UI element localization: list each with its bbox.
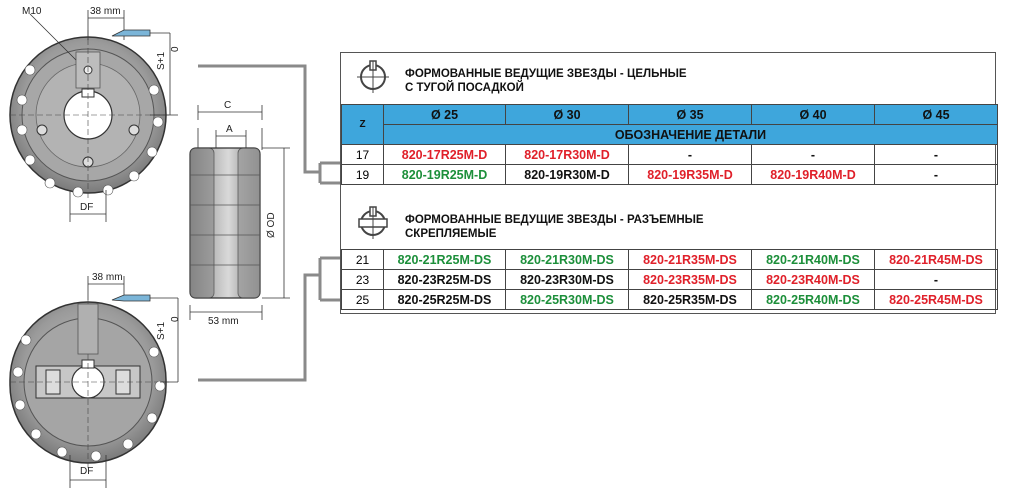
table-row: 17 820-17R25M-D 820-17R30M-D - - - [341, 144, 998, 165]
header-row-designation: ОБОЗНАЧЕНИЕ ДЕТАЛИ [342, 124, 998, 145]
m10-label: M10 [22, 6, 42, 17]
part-cell: 820-25R25M-DS [383, 289, 506, 310]
header-d25: Ø 25 [383, 104, 506, 125]
row-z: 21 [341, 249, 384, 270]
row-z: 19 [341, 164, 384, 185]
part-cell: 820-19R25M-D [383, 164, 506, 185]
part-cell: - [874, 269, 998, 290]
part-cell: 820-25R45M-DS [874, 289, 998, 310]
table-row: 19 820-19R25M-D 820-19R30M-D 820-19R35M-… [341, 164, 998, 185]
part-cell: 820-19R40M-D [751, 164, 875, 185]
part-cell: 820-23R35M-DS [628, 269, 752, 290]
part-cell: 820-17R25M-D [383, 144, 506, 165]
header-d45: Ø 45 [874, 104, 998, 125]
bottom-sprocket-front-view [9, 300, 170, 470]
s0-bottom-label: 0 [170, 316, 181, 322]
header-d30: Ø 30 [505, 104, 629, 125]
s1-top-label: S+1 [156, 51, 167, 70]
section-split-title: ФОРМОВАННЫЕ ВЕДУЩИЕ ЗВЕЗДЫ - РАЗЪЕМНЫЕ С… [341, 199, 995, 249]
part-cell: 820-25R40M-DS [751, 289, 875, 310]
header-d40: Ø 40 [751, 104, 875, 125]
part-cell: 820-21R40M-DS [751, 249, 875, 270]
c-dim-label: C [224, 100, 232, 111]
part-cell: 820-21R35M-DS [628, 249, 752, 270]
connector-lines [198, 64, 340, 382]
part-cell: 820-17R30M-D [505, 144, 629, 165]
top-sprocket-front-view [9, 30, 170, 200]
dim-38-top-label: 38 mm [90, 6, 121, 17]
part-cell: 820-21R45M-DS [874, 249, 998, 270]
s0-top-label: 0 [170, 46, 181, 52]
part-cell: 820-25R30M-DS [505, 289, 629, 310]
section-one-piece-title: ФОРМОВАННЫЕ ВЕДУЩИЕ ЗВЕЗДЫ - ЦЕЛЬНЫЕ С Т… [341, 53, 995, 103]
section-one-title-line1: ФОРМОВАННЫЕ ВЕДУЩИЕ ЗВЕЗДЫ - ЦЕЛЬНЫЕ [405, 68, 687, 80]
row-z: 17 [341, 144, 384, 165]
top-dimension-lines [29, 10, 178, 222]
table-split: 21 820-21R25M-DS 820-21R30M-DS 820-21R35… [341, 249, 998, 310]
df-bottom-label: DF [80, 466, 94, 477]
table-row: 23 820-23R25M-DS 820-23R30M-DS 820-23R35… [341, 269, 998, 290]
section-two-title-line2: СКРЕПЛЯЕМЫЕ [405, 228, 497, 240]
part-cell: - [874, 164, 998, 185]
table-row: 25 820-25R25M-DS 820-25R30M-DS 820-25R35… [341, 289, 998, 310]
sprocket-drawing [9, 10, 340, 488]
df-top-label: DF [80, 202, 94, 213]
dim-38-bottom-label: 38 mm [92, 272, 123, 283]
part-cell: 820-19R30M-D [505, 164, 629, 185]
row-z: 25 [341, 289, 384, 310]
part-cell: 820-23R30M-DS [505, 269, 629, 290]
sprocket-side-view [189, 105, 290, 320]
od-dim-label: Ø OD [266, 212, 277, 238]
table-row: 21 820-21R25M-DS 820-21R30M-DS 820-21R35… [341, 249, 998, 270]
table-one-piece: Z Ø 25 Ø 30 Ø 35 Ø 40 Ø 45 ОБОЗНАЧЕНИЕ Д… [341, 104, 998, 185]
bore-keyway-icon [357, 60, 389, 93]
split-hub-icon [358, 206, 388, 239]
section-two-title-line1: ФОРМОВАННЫЕ ВЕДУЩИЕ ЗВЕЗДЫ - РАЗЪЕМНЫЕ [405, 214, 704, 226]
header-row-diameters: Z Ø 25 Ø 30 Ø 35 Ø 40 Ø 45 [341, 104, 998, 145]
dim-53-label: 53 mm [208, 316, 239, 327]
header-z: Z [341, 104, 384, 145]
row-z: 23 [341, 269, 384, 290]
part-cell: 820-23R25M-DS [383, 269, 506, 290]
part-cell: 820-21R30M-DS [505, 249, 629, 270]
part-cell: 820-21R25M-DS [383, 249, 506, 270]
part-cell: - [874, 144, 998, 165]
a-dim-label: A [226, 124, 233, 135]
part-cell: 820-25R35M-DS [628, 289, 752, 310]
section-one-title-line2: С ТУГОЙ ПОСАДКОЙ [405, 82, 524, 94]
part-cell: 820-19R35M-D [628, 164, 752, 185]
header-d35: Ø 35 [628, 104, 752, 125]
part-cell: 820-23R40M-DS [751, 269, 875, 290]
bottom-dimension-lines [69, 276, 179, 488]
s1-bottom-label: S+1 [156, 321, 167, 340]
part-cell: - [751, 144, 875, 165]
header-designation: ОБОЗНАЧЕНИЕ ДЕТАЛИ [383, 124, 998, 145]
sprocket-spec-table: ФОРМОВАННЫЕ ВЕДУЩИЕ ЗВЕЗДЫ - ЦЕЛЬНЫЕ С Т… [340, 52, 998, 314]
part-cell: - [628, 144, 752, 165]
